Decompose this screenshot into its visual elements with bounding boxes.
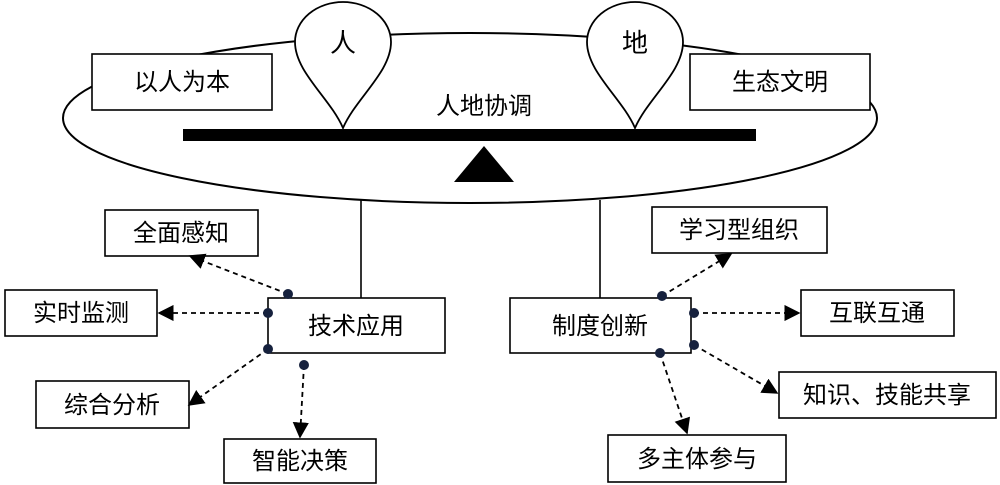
pin-left-shape (294, 1, 392, 131)
pin-right-label: 地 (622, 29, 648, 59)
hub-left: 技术应用 (267, 297, 446, 354)
left-item-0: 全面感知 (104, 209, 259, 257)
left-item-3: 智能决策 (223, 438, 377, 484)
right-item-3-label: 多主体参与 (637, 445, 757, 473)
left-item-1-label: 实时监测 (33, 299, 129, 327)
hub-left-dot-top (283, 289, 293, 299)
left-item-3-label: 智能决策 (252, 447, 348, 475)
hub-left-dot-bottom (299, 360, 309, 370)
pin-right: 地 (586, 1, 684, 131)
right-item-2: 知识、技能共享 (778, 371, 997, 419)
hub-right: 制度创新 (509, 297, 692, 354)
right-item-3: 多主体参与 (607, 434, 787, 483)
left-item-0-label: 全面感知 (133, 219, 229, 247)
hub-right-dot-mid (689, 308, 699, 318)
right-item-1: 互联互通 (800, 289, 955, 337)
arrow-to-left-item-3 (292, 364, 309, 439)
top-box-right: 生态文明 (689, 53, 871, 111)
balance-beam (183, 129, 756, 141)
left-item-1: 实时监测 (4, 289, 158, 337)
arrow-to-left-item-2 (187, 348, 269, 406)
hub-right-dot-lower (689, 340, 699, 350)
top-box-right-label: 生态文明 (732, 68, 828, 96)
hub-right-label: 制度创新 (552, 312, 648, 340)
left-item-2: 综合分析 (35, 380, 190, 429)
arrow-to-right-item-2 (693, 344, 779, 394)
pin-left: 人 (294, 1, 392, 131)
hub-right-dot-top (657, 291, 667, 301)
left-item-2-label: 综合分析 (64, 391, 160, 419)
arrow-to-left-item-0 (188, 253, 289, 295)
arrow-to-right-item-0 (661, 253, 733, 297)
pin-right-shape (586, 1, 684, 131)
top-box-left-label: 以人为本 (134, 68, 230, 96)
hub-left-dot-mid (263, 308, 273, 318)
pin-left-label: 人 (330, 29, 356, 59)
hub-left-dot-lower (263, 344, 273, 354)
arrow-to-right-item-3 (659, 352, 691, 435)
right-item-1-label: 互联互通 (829, 299, 925, 327)
hub-left-label: 技术应用 (308, 312, 404, 340)
center-label: 人地协调 (436, 92, 532, 120)
right-item-0: 学习型组织 (651, 206, 828, 254)
right-item-2-label: 知识、技能共享 (803, 381, 971, 409)
platform-ellipse (62, 32, 878, 204)
right-item-0-label: 学习型组织 (679, 216, 799, 244)
top-box-left: 以人为本 (91, 53, 273, 111)
hub-right-dot-bottom (655, 348, 665, 358)
fulcrum-triangle (454, 146, 514, 182)
